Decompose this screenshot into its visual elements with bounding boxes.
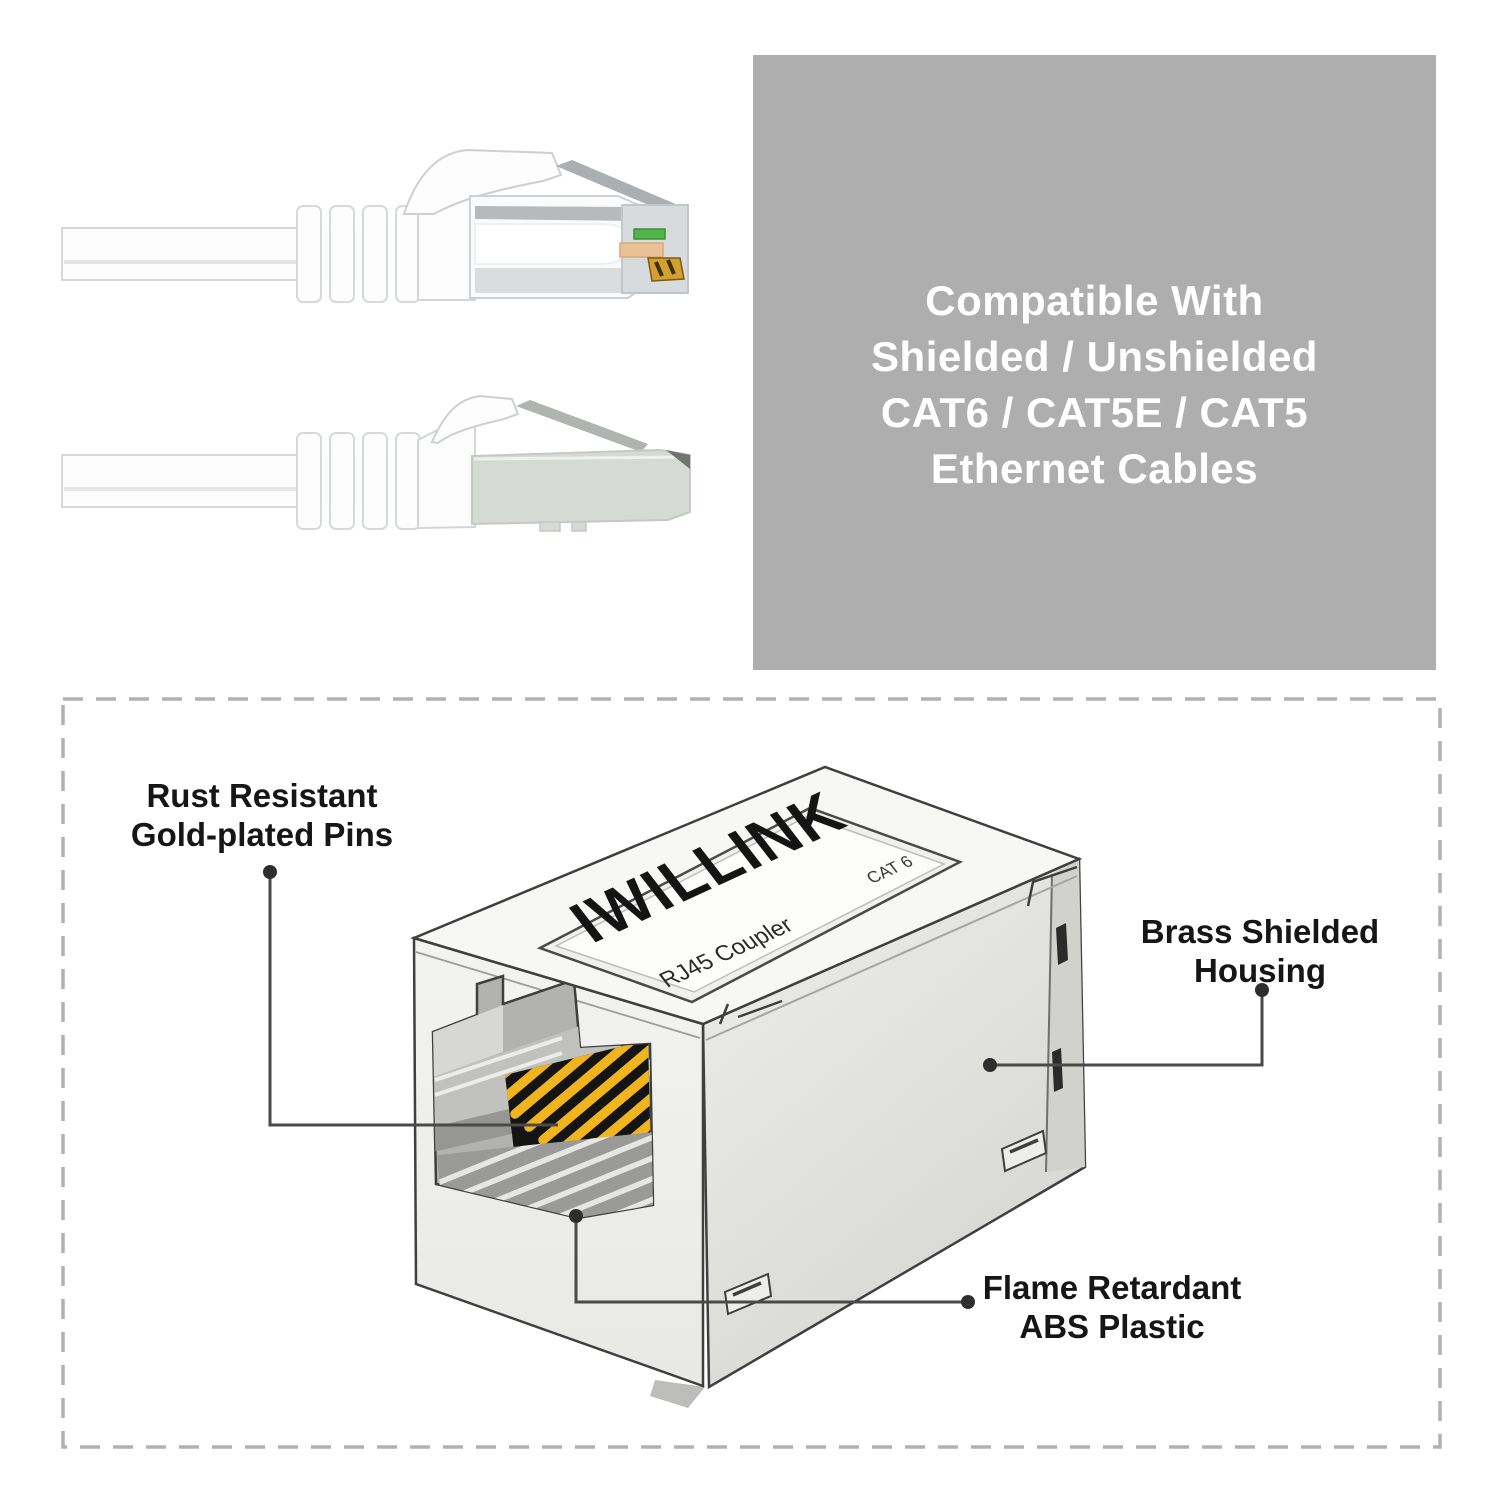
wire-beige: [619, 242, 664, 258]
latch-clip: [430, 394, 520, 445]
latch-slot-upper: [1056, 923, 1068, 965]
compatibility-line: Compatible With: [925, 277, 1264, 324]
latch-strut: [516, 400, 648, 452]
shield-highlight: [473, 455, 687, 461]
latch-clip: [402, 148, 563, 215]
leader-housing: [990, 990, 1264, 1067]
wire-green: [633, 228, 666, 240]
latch-mark-front: [718, 999, 783, 1025]
jack-opening: [431, 974, 655, 1220]
cable: [61, 454, 311, 508]
end-cap-seam: [1045, 873, 1053, 1173]
callout-line: Brass Shielded: [1140, 913, 1380, 950]
callout-line: Gold-plated Pins: [130, 816, 394, 853]
jack-ledge: [434, 1051, 563, 1097]
compatibility-panel: Compatible With Shielded / Unshielded CA…: [753, 55, 1436, 670]
label-recess: [536, 806, 964, 1004]
callout-line: Rust Resistant: [146, 777, 378, 814]
latch-slot-lower: [1052, 1048, 1063, 1092]
vent-slot-right: [1000, 1129, 1048, 1173]
plug-inner-top: [475, 206, 640, 221]
jack-ledge: [434, 1036, 563, 1082]
callout-gold-plated-pins: Rust Resistant Gold-plated Pins: [131, 776, 393, 854]
jack-wall-top: [433, 1005, 503, 1077]
rj45-plug-shielded-icon: [61, 394, 691, 532]
cable: [61, 227, 311, 281]
plug-tongue: [474, 223, 632, 265]
callout-line: ABS Plastic: [1019, 1308, 1205, 1345]
strain-relief-boot: [296, 432, 421, 530]
leader-dots: [263, 865, 1269, 1309]
contact-marks: [654, 259, 676, 277]
coupler-bottom-face: [650, 1380, 705, 1408]
callout-flame-retardant-abs: Flame Retardant ABS Plastic: [983, 1268, 1242, 1346]
leader-plastic: [574, 1216, 968, 1304]
strain-relief-boot: [296, 205, 421, 303]
latch-strut: [556, 160, 685, 217]
callout-brass-shielded-housing: Brass Shielded Housing: [1141, 912, 1379, 990]
coupler-end-cap: [1046, 859, 1085, 1172]
compatibility-line: Ethernet Cables: [930, 445, 1259, 492]
shield-corner: [666, 450, 690, 469]
dashed-border: [61, 697, 1442, 1449]
plug-inner-bottom: [475, 268, 625, 293]
callout-line: Flame Retardant: [982, 1269, 1242, 1306]
shield-housing: [471, 448, 691, 526]
compatibility-line: Shielded / Unshielded: [871, 333, 1318, 380]
latch-mark-corner: [1026, 865, 1078, 907]
leader-pins: [268, 872, 558, 1127]
gold-contact: [647, 257, 685, 282]
compatibility-line: CAT6 / CAT5E / CAT5: [880, 389, 1309, 436]
rj45-plug-unshielded-icon: [61, 148, 689, 303]
rj45-coupler-icon: IWILLINK RJ45 Coupler CAT 6: [410, 765, 1087, 1408]
vent-slot-front: [723, 1272, 773, 1316]
leader-lines: [268, 872, 1264, 1304]
callout-line: Housing: [1194, 952, 1326, 989]
right-face-bevel: [705, 875, 1078, 1041]
shield-notch: [539, 521, 561, 532]
shield-notch: [571, 521, 587, 532]
